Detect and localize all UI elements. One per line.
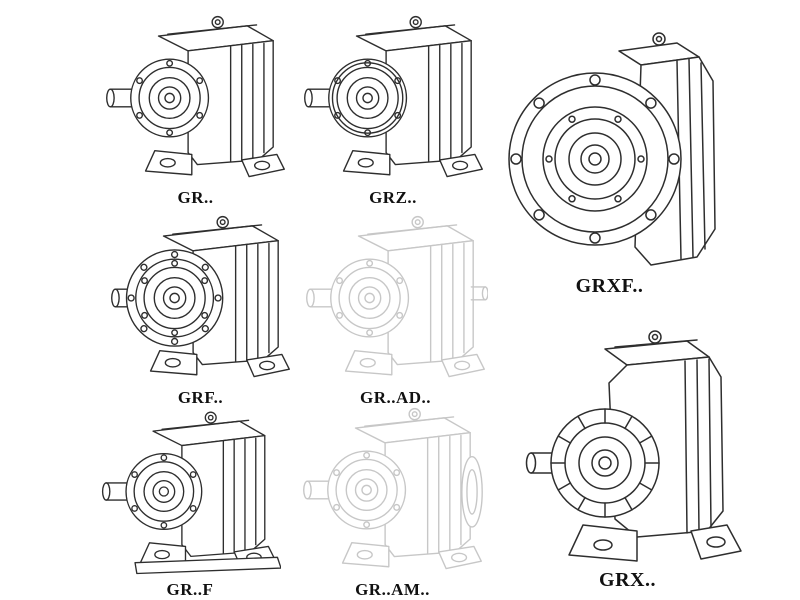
figure-gr-ad: GR..AD.. bbox=[293, 208, 498, 408]
grxf-gearbox-drawing bbox=[507, 32, 716, 266]
gr-gearbox-drawing bbox=[106, 15, 285, 178]
grz-gearbox-drawing bbox=[303, 15, 483, 178]
figure-gr: GR.. bbox=[88, 0, 303, 208]
figure-label-gr-am: GR..AM.. bbox=[355, 580, 430, 599]
gr-ad-gearbox-drawing bbox=[306, 215, 488, 378]
figure-grf: GRF.. bbox=[93, 208, 308, 408]
figure-label-gr: GR.. bbox=[177, 188, 214, 207]
grf-gearbox-drawing bbox=[111, 215, 290, 378]
figure-label-grz: GRZ.. bbox=[369, 188, 417, 207]
gr-f-gearbox-drawing bbox=[101, 411, 281, 575]
gr-am-gearbox-drawing bbox=[303, 407, 483, 570]
figure-label-grf: GRF.. bbox=[177, 388, 224, 407]
figure-label-gr-f: GR..F bbox=[166, 580, 214, 599]
figure-label-gr-ad: GR..AD.. bbox=[359, 388, 432, 407]
figure-gr-f: GR..F bbox=[85, 404, 295, 600]
figure-gr-am: GR..AM.. bbox=[290, 402, 495, 600]
figure-grz: GRZ.. bbox=[293, 0, 493, 208]
figure-grx: GRX.. bbox=[495, 298, 760, 592]
figure-label-grx: GRX.. bbox=[599, 569, 656, 591]
figure-label-grxf: GRXF.. bbox=[575, 275, 644, 297]
grx-gearbox-drawing bbox=[525, 330, 742, 562]
figure-grxf: GRXF.. bbox=[487, 0, 732, 298]
